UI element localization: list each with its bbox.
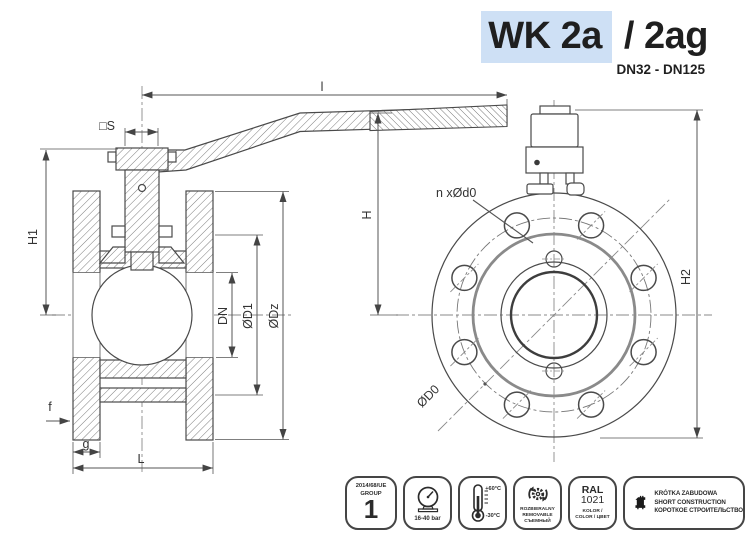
gauge-icon (417, 486, 438, 512)
dim-label-h1: H1 (26, 229, 40, 245)
dim-label-len: L (138, 452, 145, 466)
title-block: WK 2a / 2ag DN32 - DN125 (481, 11, 709, 77)
directive-group-number: 1 (363, 494, 379, 525)
bore-outer-circle (500, 261, 608, 369)
recycle-gear-icon (527, 486, 548, 502)
construction-line3: КОРОТКОЕ СТРОИТЕЛЬСТВО (654, 507, 743, 515)
dim-label-s: □S (99, 119, 115, 133)
dim-label-dz: ØDz (267, 304, 281, 329)
flange-bolt-holes (450, 211, 658, 419)
badge-pressure-directive: 2014/68/UE GROUP 1 (345, 476, 397, 530)
badge-temperature-range: +60°C -30°C (458, 476, 507, 530)
title-highlight: WK 2a (481, 11, 612, 63)
stem-nut (115, 147, 169, 171)
gland-right (158, 246, 186, 264)
badge-ral-color: RAL 1021 KOLOR / COLOR / ЦВЕТ (568, 476, 617, 530)
removable-line1: ROZBIERALNY (520, 506, 555, 512)
callout-label-holes: n xØd0 (436, 186, 476, 200)
front-view-dimensions: n xØd0 ØD0 H H2 (360, 109, 703, 439)
certification-badges: 2014/68/UE GROUP 1 16-40 bar +60°C -30°C (345, 476, 745, 530)
dim-label-d1: ØD1 (241, 303, 255, 329)
bolt-circle (456, 217, 652, 413)
stem-assembly (98, 147, 186, 271)
side-view: l □S H1 DN ØD1 ØDz f g L (26, 80, 508, 474)
dim-label-g: g (83, 437, 90, 451)
front-view: n xØd0 ØD0 H H2 (360, 100, 712, 462)
dim-label-d0: ØD0 (414, 382, 442, 410)
temperature-min: -30°C (485, 513, 500, 519)
body-bolt-holes (542, 250, 566, 380)
construction-line1: KRÓTKA ZABUDOWA (654, 490, 718, 498)
badge-removable: ROZBIERALNY REMOVABLE СЪЕМНЫЙ (513, 476, 562, 530)
side-view-dimensions: l □S H1 DN ØD1 ØDz f g L (26, 80, 508, 474)
holes-leader-line (472, 199, 534, 244)
badge-short-construction: KRÓTKA ZABUDOWA SHORT CONSTRUCTION КОРОТ… (623, 476, 745, 530)
title-rest: / 2ag (613, 15, 709, 57)
valve-silhouette-icon (635, 495, 646, 510)
dim-label-l: l (321, 80, 324, 94)
pressure-range-label: 16-40 bar (414, 515, 441, 522)
ral-title: RAL (581, 483, 604, 496)
stem-front (525, 105, 585, 196)
ball (91, 264, 193, 366)
dn-range: DN32 - DN125 (616, 61, 705, 77)
dim-label-h2: H2 (679, 269, 693, 285)
bore-circle (509, 270, 599, 360)
ral-line1: KOLOR / (582, 508, 603, 514)
construction-line2: SHORT CONSTRUCTION (654, 498, 726, 506)
gland-left (98, 246, 126, 264)
handle-grip (369, 104, 508, 132)
thermometer-icon (471, 484, 488, 522)
dim-label-f: f (48, 400, 52, 414)
stem-shaft (124, 169, 160, 253)
directive-line1: 2014/68/UE (355, 483, 387, 489)
stem-pin (137, 183, 147, 193)
page-title: WK 2a / 2ag (481, 11, 709, 63)
removable-line3: СЪЕМНЫЙ (524, 519, 551, 525)
stem-lower (130, 251, 154, 271)
ral-line2: COLOR / ЦВЕТ (575, 515, 610, 521)
raised-face-circle (471, 232, 637, 398)
bolt-circle-diagonal (437, 198, 671, 432)
ral-code: 1021 (580, 494, 605, 507)
badge-pressure-range: 16-40 bar (403, 476, 452, 530)
temperature-max: +60°C (485, 486, 501, 492)
dim-label-h: H (360, 210, 374, 219)
removable-line2: REMOVABLE (522, 512, 553, 518)
flange-outer-circle (431, 192, 677, 438)
handle-lever (157, 104, 508, 173)
dim-label-dn: DN (216, 307, 230, 325)
directive-line2: GROUP (360, 490, 382, 497)
